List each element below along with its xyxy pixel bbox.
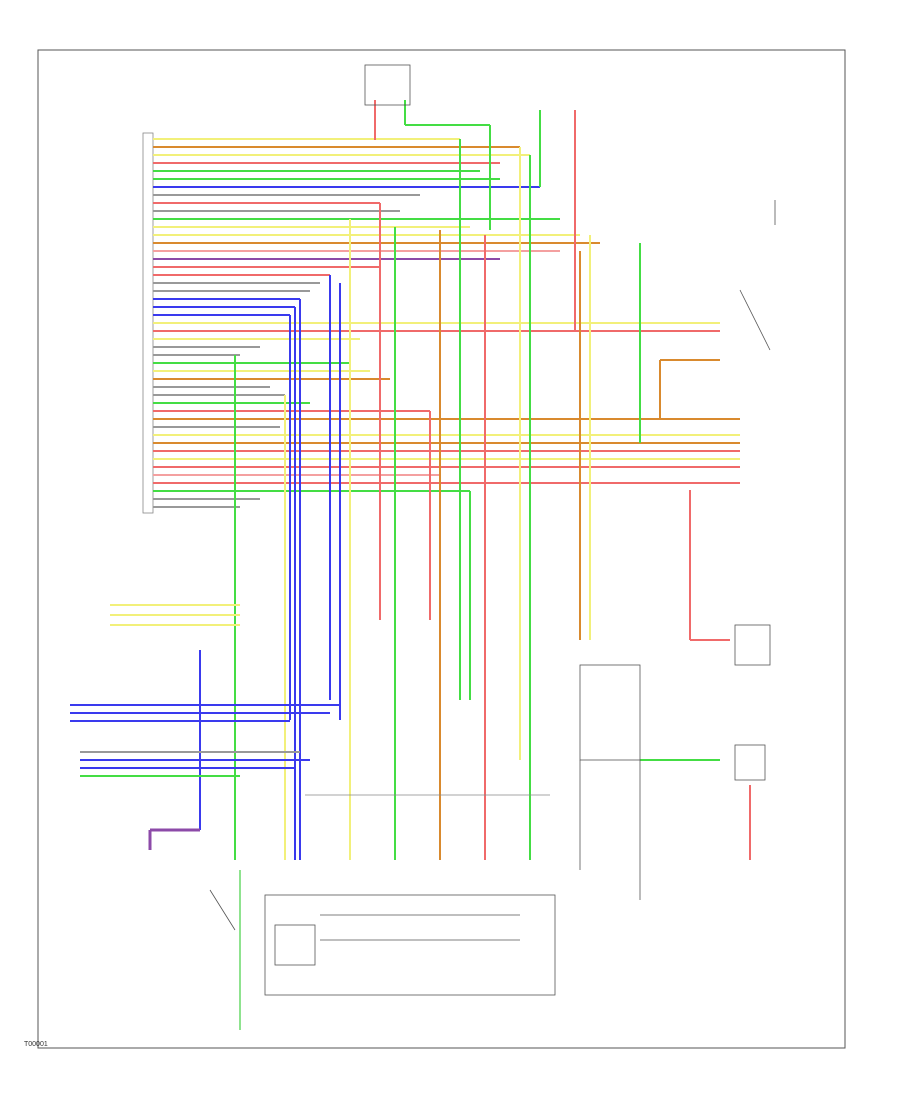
diagram-border [37, 49, 846, 1049]
pcm-connector [142, 132, 154, 514]
diagram-code: T00001 [24, 1041, 48, 1048]
lower-harness-wires [70, 604, 340, 1030]
solenoid-pack [264, 794, 556, 996]
vertical-wire-runs [199, 100, 751, 860]
pcm-harness-wires [153, 138, 740, 508]
components [209, 64, 776, 931]
